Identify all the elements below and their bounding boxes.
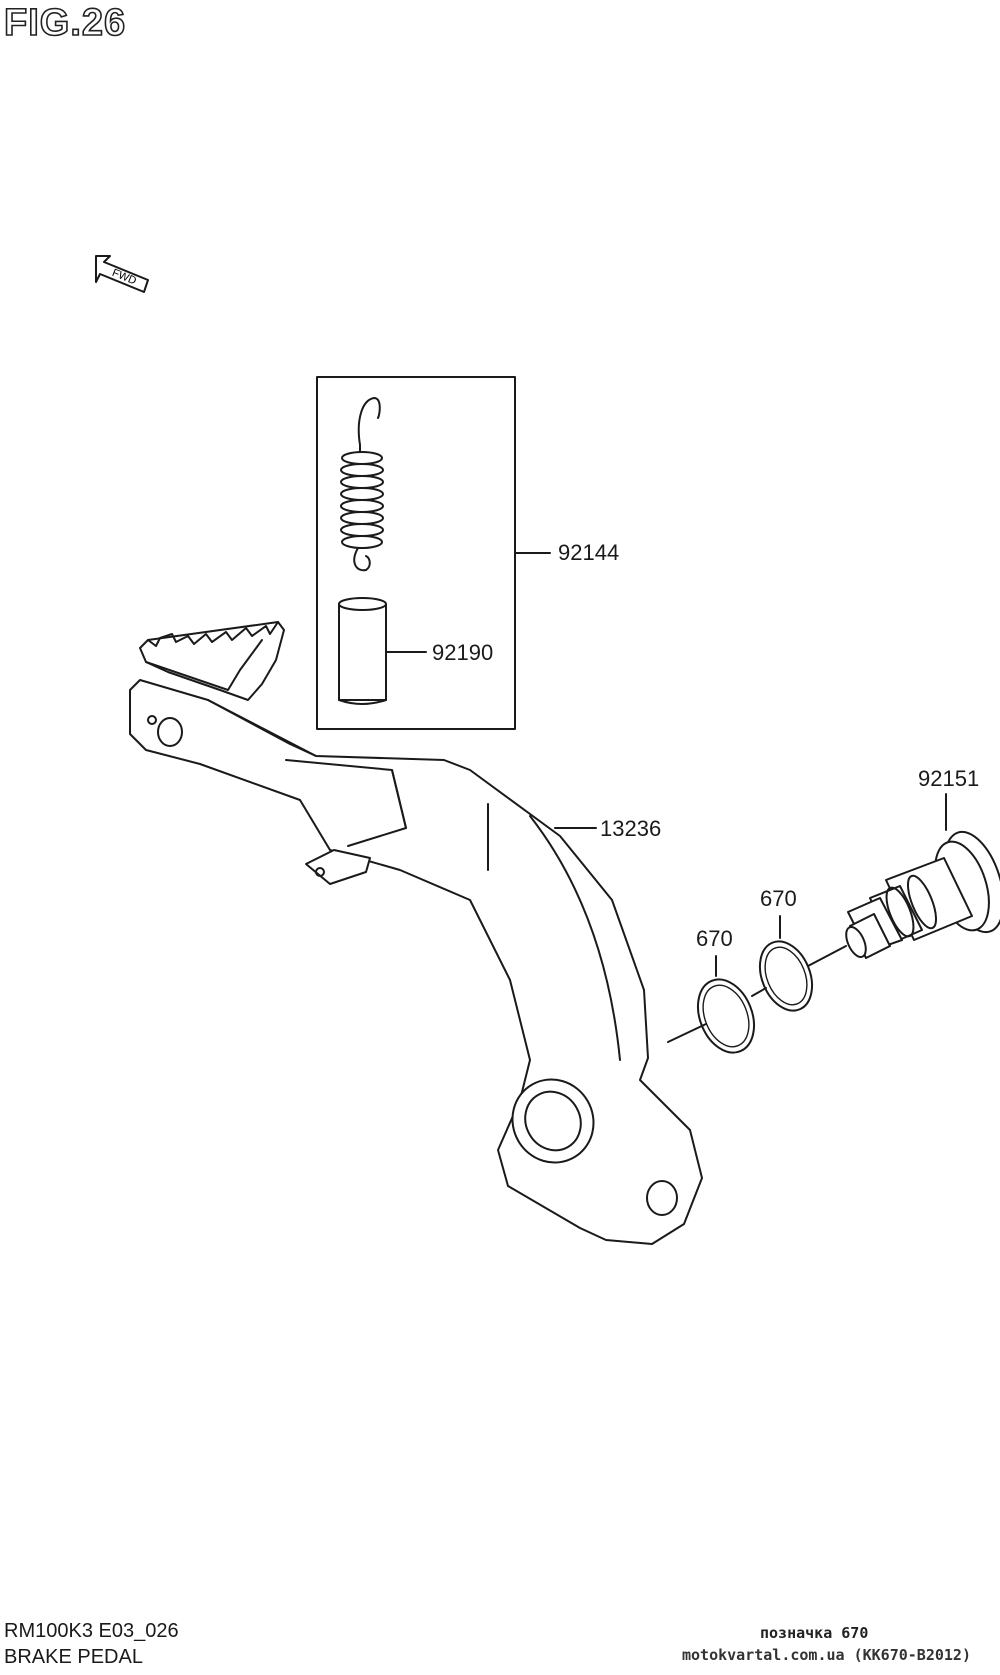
callout-670-left: 670 bbox=[696, 926, 733, 951]
assembly-axis-right bbox=[807, 945, 847, 967]
callout-13236: 13236 bbox=[600, 816, 662, 841]
callout-92144: 92144 bbox=[558, 540, 620, 565]
return-spring-icon bbox=[340, 397, 384, 572]
watermark-label: позначка 670 bbox=[760, 1624, 869, 1642]
callout-670-right: 670 bbox=[760, 886, 797, 911]
forward-arrow-icon: FWD bbox=[95, 255, 149, 293]
model-code: RM100K3 E03_026 bbox=[4, 1620, 179, 1642]
o-ring-right-icon bbox=[758, 940, 814, 1012]
watermark-source: motokvartal.com.ua (KK670-B2012) bbox=[682, 1646, 971, 1664]
o-ring-left-icon bbox=[697, 978, 755, 1054]
spring-sleeve-icon bbox=[338, 597, 387, 705]
callout-92190: 92190 bbox=[432, 640, 494, 665]
callout-92151: 92151 bbox=[918, 766, 980, 791]
section-name: BRAKE PEDAL bbox=[4, 1646, 143, 1668]
brake-pedal-icon bbox=[129, 621, 703, 1245]
assembly-axis-mid bbox=[751, 987, 767, 997]
assembly-axis-left bbox=[667, 1023, 707, 1043]
pivot-shaft-icon bbox=[845, 830, 1000, 959]
figure-title: FIG.26 bbox=[3, 1, 127, 45]
